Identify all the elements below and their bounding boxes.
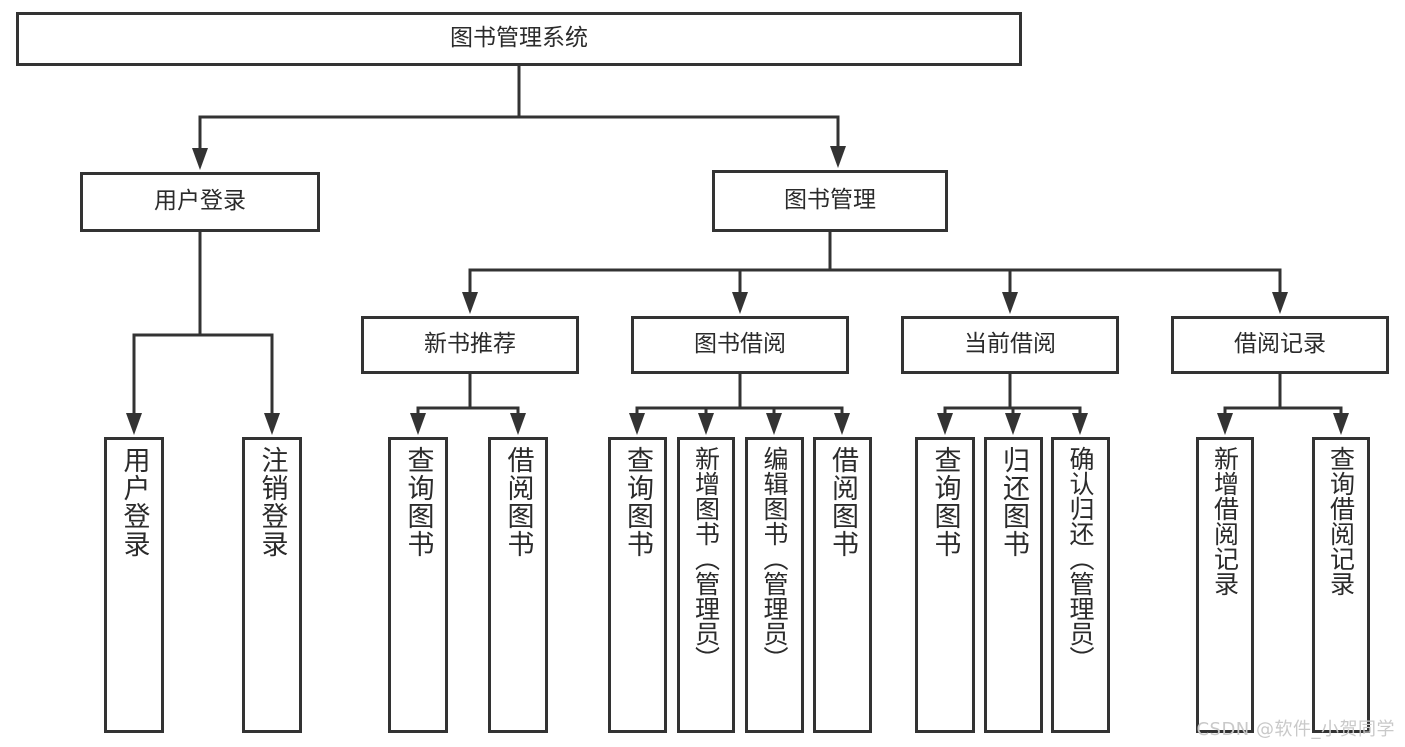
arrow-current-borrow-icon	[1002, 292, 1018, 314]
node-leaf-confirm-return[interactable]: 确认归还（管理员）	[1051, 437, 1110, 733]
arrow-leaf-add-record-icon	[1217, 413, 1233, 435]
arrow-leaf-edit-book-icon	[766, 413, 782, 435]
node-label-leaf-edit-book: 编辑图书（管理员）	[760, 446, 789, 671]
node-label-user-login: 用户登录	[154, 188, 246, 215]
connector-current-to-leaves	[943, 372, 1082, 427]
watermark-label: CSDN @软件_小贺同学	[1196, 719, 1395, 740]
node-label-leaf-logout: 注销登录	[256, 446, 288, 558]
arrow-user-login-icon	[192, 148, 208, 170]
arrow-leaf-add-book-icon	[698, 413, 714, 435]
node-label-leaf-user-login: 用户登录	[118, 446, 150, 558]
node-leaf-user-login[interactable]: 用户登录	[104, 437, 164, 733]
arrow-book-borrow-icon	[732, 292, 748, 314]
node-user-login[interactable]: 用户登录	[80, 172, 320, 232]
node-leaf-return-book[interactable]: 归还图书	[984, 437, 1043, 733]
node-book-borrow[interactable]: 图书借阅	[631, 316, 849, 374]
node-leaf-edit-book[interactable]: 编辑图书（管理员）	[745, 437, 804, 733]
node-leaf-logout[interactable]: 注销登录	[242, 437, 302, 733]
arrow-leaf-query-record-icon	[1333, 413, 1349, 435]
node-label-leaf-borrow-book-rec: 借阅图书	[502, 446, 534, 558]
node-label-leaf-query-book-borrow: 查询图书	[622, 446, 653, 558]
connector-root-to-level1	[198, 64, 840, 162]
arrow-book-manage-icon	[830, 146, 846, 168]
node-label-book-borrow: 图书借阅	[694, 331, 786, 358]
connector-borrow-to-leaves	[635, 372, 844, 427]
node-label-leaf-query-book-current: 查询图书	[929, 446, 961, 558]
node-borrow-record[interactable]: 借阅记录	[1171, 316, 1389, 374]
node-label-book-manage: 图书管理	[784, 187, 876, 214]
node-label-leaf-add-book: 新增图书（管理员）	[691, 446, 721, 671]
node-label-borrow-record: 借阅记录	[1234, 331, 1326, 358]
node-label-leaf-borrow-book: 借阅图书	[827, 446, 858, 558]
arrow-leaf-query-book-current-icon	[937, 413, 953, 435]
node-label-leaf-add-record: 新增借阅记录	[1210, 446, 1240, 596]
node-label-leaf-confirm-return: 确认归还（管理员）	[1066, 446, 1095, 671]
node-leaf-add-book[interactable]: 新增图书（管理员）	[677, 437, 735, 733]
node-leaf-borrow-book[interactable]: 借阅图书	[813, 437, 872, 733]
arrow-leaf-query-book-borrow-icon	[629, 413, 645, 435]
connector-record-to-leaves	[1223, 372, 1343, 427]
node-label-leaf-return-book: 归还图书	[998, 446, 1029, 558]
arrow-leaf-query-book-rec-icon	[410, 413, 426, 435]
node-leaf-query-record[interactable]: 查询借阅记录	[1312, 437, 1370, 733]
node-label-new-book-recommend: 新书推荐	[424, 331, 516, 358]
node-leaf-query-book-rec[interactable]: 查询图书	[388, 437, 448, 733]
node-leaf-borrow-book-rec[interactable]: 借阅图书	[488, 437, 548, 733]
node-leaf-query-book-current[interactable]: 查询图书	[915, 437, 975, 733]
node-label-leaf-query-book-rec: 查询图书	[402, 446, 434, 558]
arrow-leaf-logout-icon	[264, 413, 280, 435]
node-root[interactable]: 图书管理系统	[16, 12, 1022, 66]
arrow-leaf-borrow-book-icon	[834, 413, 850, 435]
arrow-new-book-recommend-icon	[462, 292, 478, 314]
node-new-book-recommend[interactable]: 新书推荐	[361, 316, 579, 374]
connector-book-manage-to-level2	[468, 230, 1282, 307]
arrow-leaf-borrow-book-rec-icon	[510, 413, 526, 435]
arrow-leaf-return-book-icon	[1005, 413, 1021, 435]
node-current-borrow[interactable]: 当前借阅	[901, 316, 1119, 374]
node-book-manage[interactable]: 图书管理	[712, 170, 948, 232]
node-label-leaf-query-record: 查询借阅记录	[1326, 446, 1356, 596]
node-label-root: 图书管理系统	[450, 25, 588, 52]
arrow-leaf-confirm-return-icon	[1072, 413, 1088, 435]
arrow-borrow-record-icon	[1272, 292, 1288, 314]
arrow-leaf-user-login-icon	[126, 413, 142, 435]
node-leaf-add-record[interactable]: 新增借阅记录	[1196, 437, 1254, 733]
connector-recommend-to-leaves	[416, 372, 520, 427]
node-leaf-query-book-borrow[interactable]: 查询图书	[608, 437, 667, 733]
connector-user-login-to-leaves	[132, 230, 274, 427]
node-label-current-borrow: 当前借阅	[964, 331, 1056, 358]
